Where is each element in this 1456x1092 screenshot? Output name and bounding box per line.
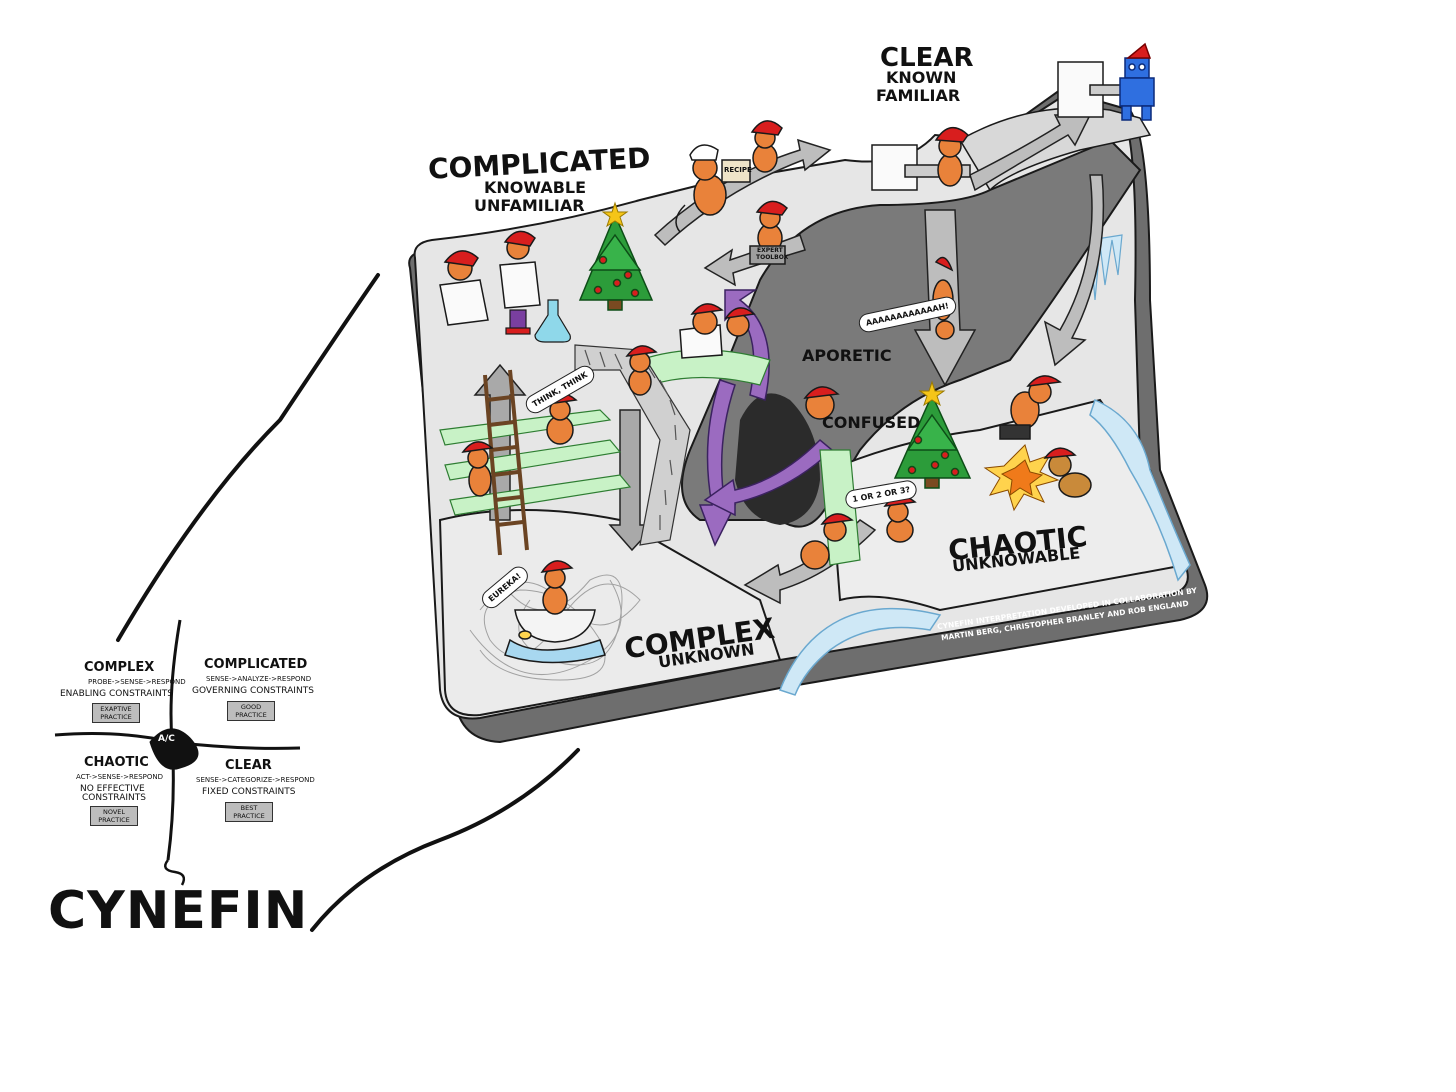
- mini-clear-title: CLEAR: [225, 758, 272, 773]
- mini-center: A/C: [158, 734, 175, 744]
- label-clear-sub2: FAMILIAR: [876, 86, 961, 105]
- purple-arrow-loop: [703, 438, 834, 517]
- character-clear-top: [750, 120, 783, 173]
- mini-chaotic-constraints-2: CONSTRAINTS: [82, 793, 146, 803]
- character-stairs: [625, 345, 658, 396]
- label-confused: CONFUSED: [822, 413, 921, 432]
- ice-edge-right: [1089, 398, 1191, 582]
- mini-clear-constraints: FIXED CONSTRAINTS: [202, 787, 296, 797]
- explosion-icon: [983, 444, 1060, 512]
- recipe-board: [721, 159, 751, 183]
- ladder: [483, 369, 529, 556]
- bathtub: [504, 609, 606, 664]
- flasks-icon: [505, 299, 571, 343]
- mini-chaotic-constraints-1: NO EFFECTIVE: [80, 784, 145, 794]
- label-toolbox-2: TOOLBOX: [756, 254, 789, 261]
- label-complicated-sub2: UNFAMILIAR: [474, 196, 585, 215]
- mini-clear-method: SENSE->CATEGORIZE->RESPOND: [196, 776, 315, 784]
- arrow-clear-right: [969, 114, 1092, 192]
- purple-arrow-down: [698, 379, 737, 547]
- arrow-right-climb: [1043, 174, 1105, 367]
- character-chaotic-jump: [999, 375, 1062, 440]
- zoom-line-top: [116, 273, 380, 642]
- robot-icon: [1119, 42, 1155, 121]
- mini-complex-title: COMPLEX: [84, 660, 155, 675]
- mini-complicated-constraints: GOVERNING CONSTRAINTS: [192, 686, 314, 696]
- character-dog: [1043, 447, 1092, 498]
- title-cynefin: CYNEFIN: [48, 881, 309, 941]
- characters: [439, 120, 1092, 615]
- character-chef: [675, 144, 727, 233]
- label-toolbox-1: EXPERT: [757, 247, 783, 254]
- toolbox: [749, 245, 786, 265]
- mini-complex-method: PROBE->SENSE->RESPOND: [88, 678, 186, 686]
- mini-complex-constraints: ENABLING CONSTRAINTS: [60, 689, 173, 699]
- label-recipe: RECIPE: [724, 166, 752, 174]
- mini-chaotic-title: CHAOTIC: [84, 755, 149, 770]
- character-confused-head: [803, 386, 840, 420]
- character-complex-hug: [800, 513, 854, 570]
- mini-chaotic-method: ACT->SENSE->RESPOND: [76, 773, 164, 781]
- christmas-tree-chaotic: [893, 380, 972, 489]
- zoom-line-bottom: [310, 748, 580, 932]
- label-clear-sub1: KNOWN: [886, 68, 957, 87]
- character-scientist-1: [439, 250, 489, 326]
- character-scientist-2: [499, 230, 541, 309]
- label-complicated-sub1: KNOWABLE: [484, 178, 587, 197]
- character-duo: [679, 303, 756, 359]
- christmas-tree-complicated: [578, 201, 654, 311]
- label-clear: CLEAR: [880, 43, 974, 73]
- green-bridge: [639, 349, 771, 386]
- mini-center-blob: [149, 728, 199, 770]
- label-aporetic: APORETIC: [802, 346, 892, 365]
- mini-complicated-method: SENSE->ANALYZE->RESPOND: [206, 675, 312, 683]
- character-clear-worker: [934, 126, 969, 187]
- mini-diagram-lines: [54, 619, 301, 886]
- character-bath: [540, 560, 574, 615]
- mini-complicated-title: COMPLICATED: [204, 657, 308, 672]
- ice-edge-bottom: [779, 607, 942, 696]
- character-ladder: [461, 441, 494, 497]
